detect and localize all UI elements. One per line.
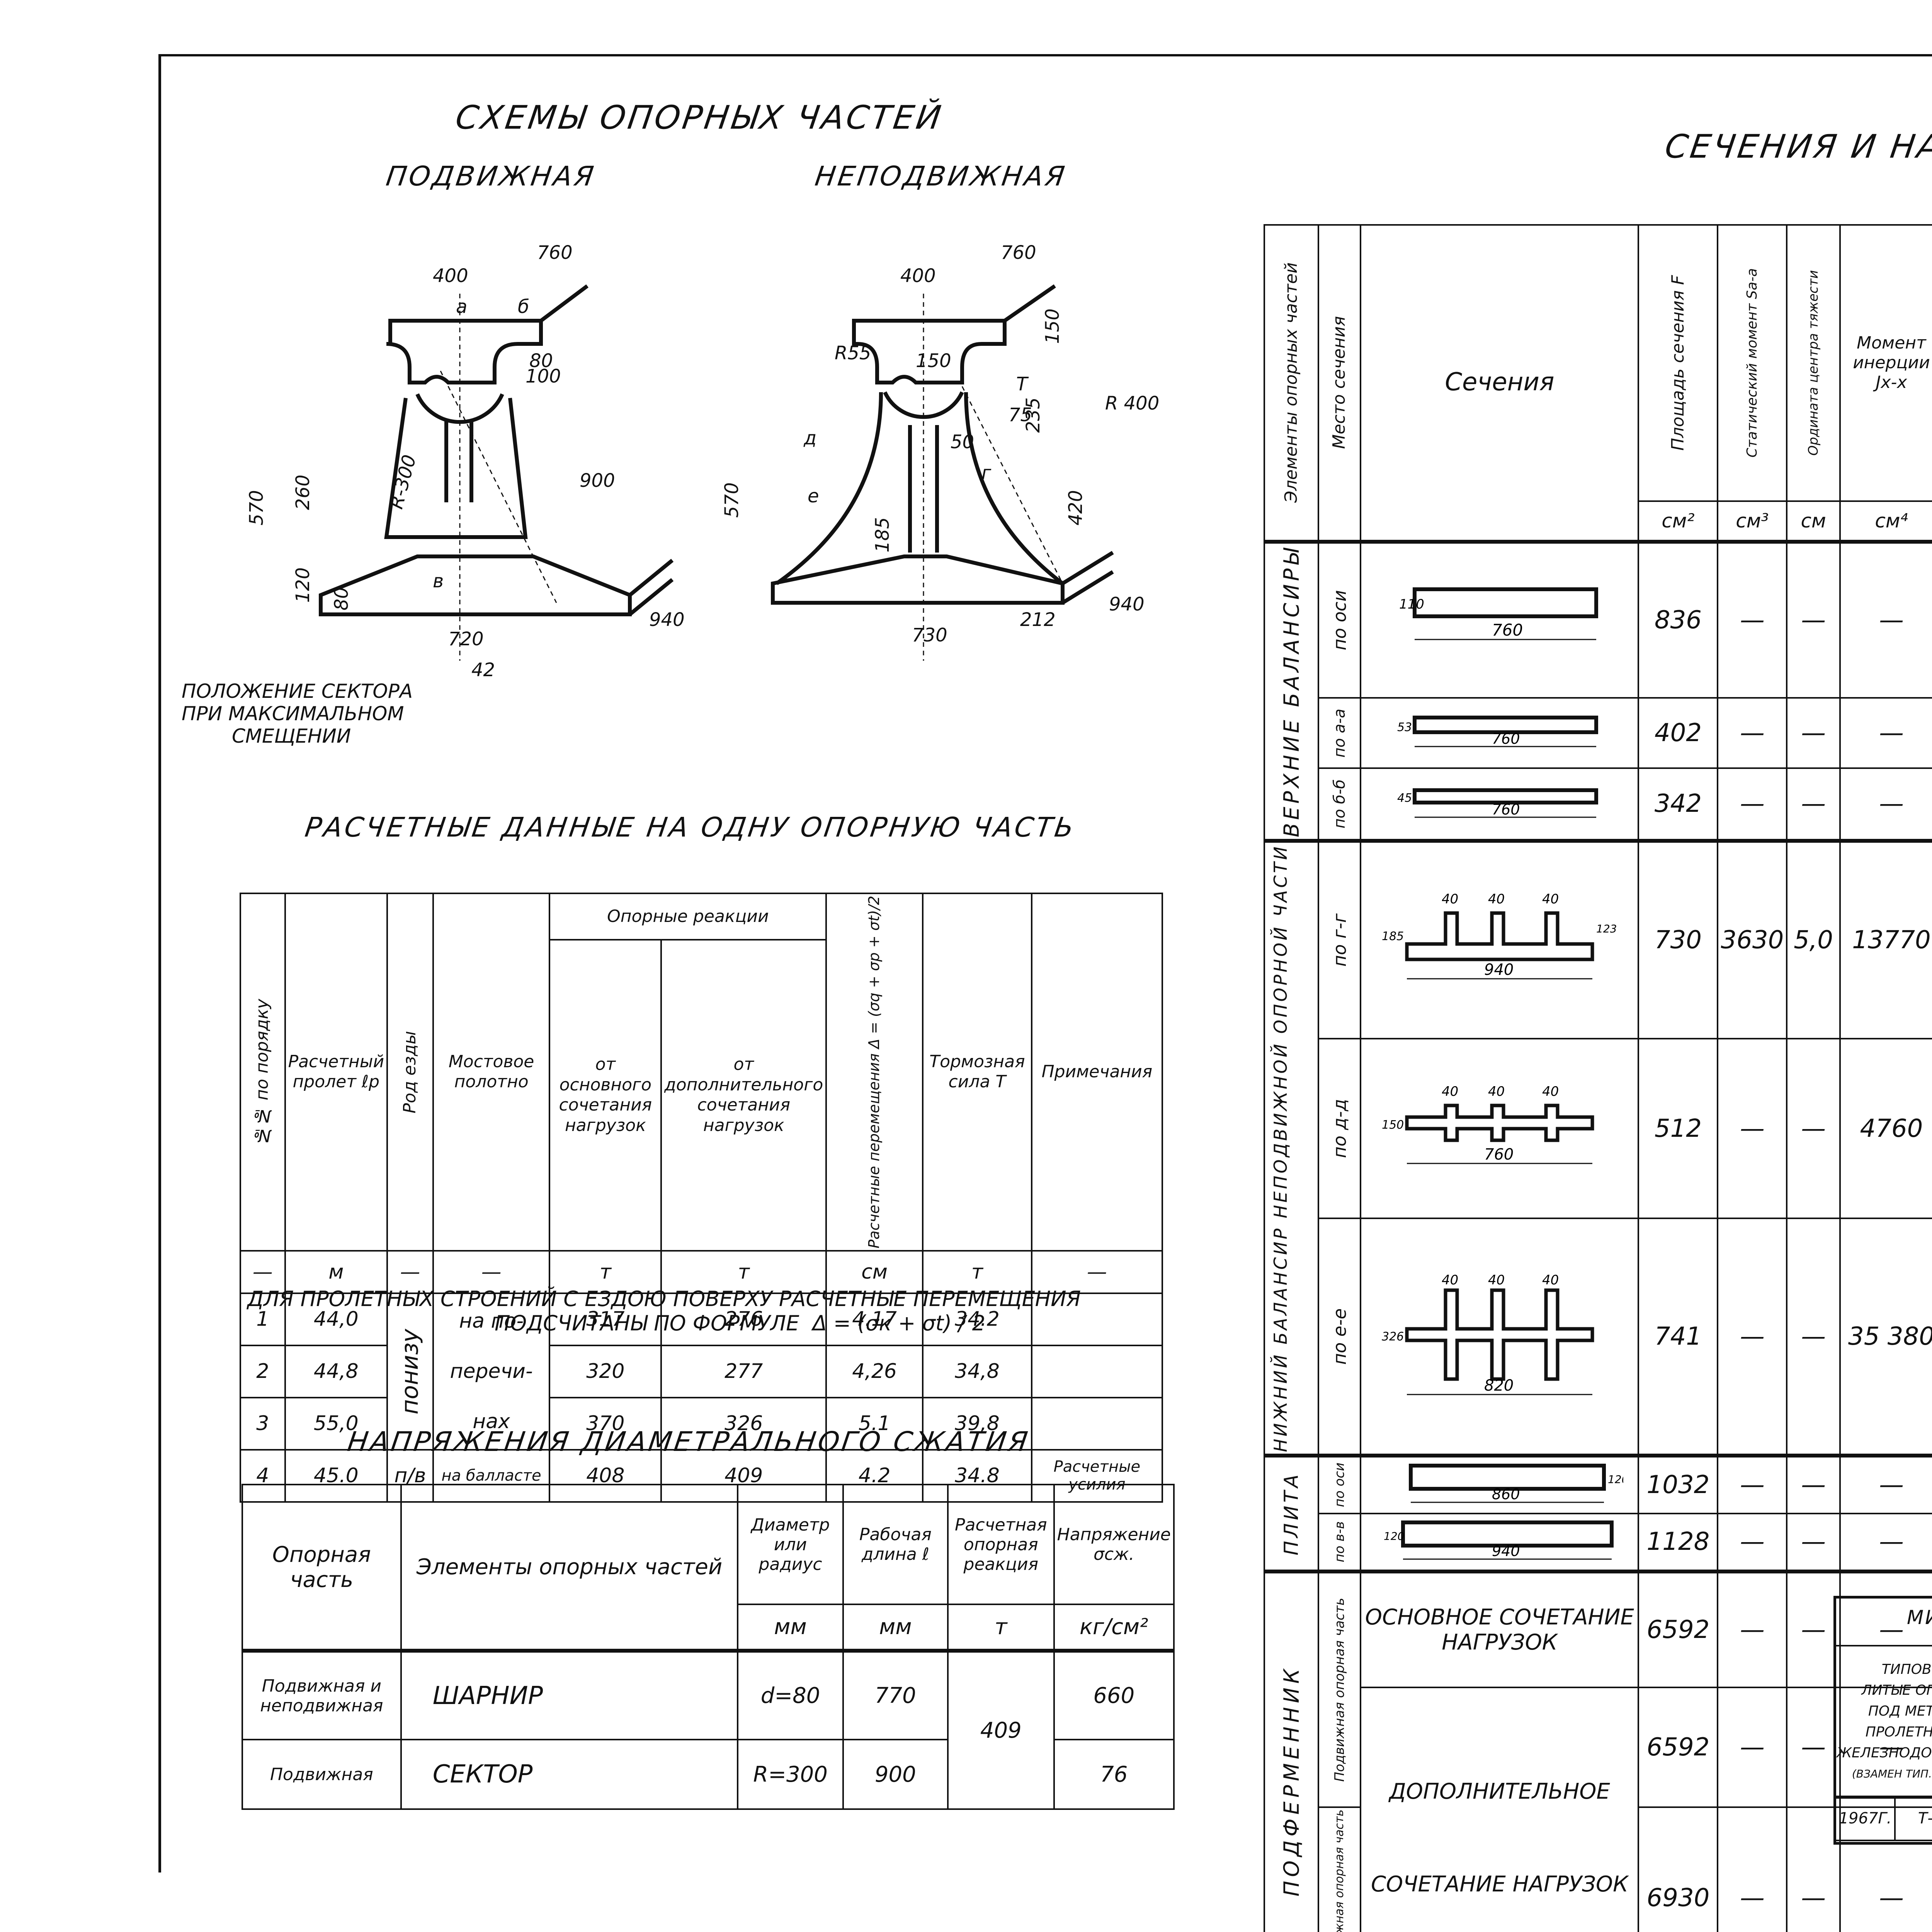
svg-text:40: 40 <box>1488 1272 1505 1288</box>
svg-text:185: 185 <box>872 517 893 553</box>
section-row: Нижний балансир неподвижной опорной част… <box>1263 838 1932 1456</box>
svg-text:940: 940 <box>649 609 685 631</box>
svg-text:730: 730 <box>912 624 947 646</box>
svg-text:820: 820 <box>1484 1377 1514 1395</box>
calc-title: Расчетные данные на одну опорную часть <box>303 811 1078 843</box>
svg-text:Т: Т <box>1016 373 1029 395</box>
svg-text:40: 40 <box>1442 1272 1458 1288</box>
svg-text:е: е <box>808 485 819 507</box>
svg-text:212: 212 <box>1020 609 1056 631</box>
svg-text:123: 123 <box>1596 922 1617 935</box>
svg-text:400: 400 <box>433 265 468 287</box>
schemes-title: Схемы опорных частей <box>453 99 946 136</box>
svg-text:940: 940 <box>1484 961 1514 979</box>
svg-text:б: б <box>518 296 529 318</box>
svg-text:120: 120 <box>1384 1530 1404 1543</box>
svg-text:д: д <box>803 427 816 449</box>
title-block: Министерство транспортного строительства… <box>1833 1596 1932 1845</box>
svg-text:760: 760 <box>1492 621 1523 639</box>
year: 1967г. <box>1836 1796 1896 1841</box>
svg-text:760: 760 <box>1484 1146 1514 1163</box>
section-row: Дополнительноесочетание нагрузок 6592———… <box>1264 1686 1932 1932</box>
svg-text:940: 940 <box>1109 594 1145 615</box>
rect-section-sketch: 760 110 <box>1399 587 1598 640</box>
svg-text:40: 40 <box>1542 1084 1559 1099</box>
svg-text:400: 400 <box>900 265 936 287</box>
svg-text:75: 75 <box>1009 404 1032 426</box>
cross-rib-section-sketch: 820 40 40 40 326 <box>1382 1272 1594 1395</box>
svg-text:185: 185 <box>1382 930 1404 943</box>
svg-text:40: 40 <box>1542 891 1559 907</box>
svg-text:760: 760 <box>1492 730 1520 747</box>
ministry: Министерство транспортного строительства… <box>1907 1606 1932 1629</box>
svg-text:40: 40 <box>1442 891 1458 907</box>
svg-text:40: 40 <box>1488 1084 1505 1099</box>
svg-text:760: 760 <box>1001 242 1036 264</box>
svg-text:760: 760 <box>537 242 573 264</box>
svg-text:в: в <box>433 570 444 592</box>
svg-text:120: 120 <box>292 567 314 603</box>
sector-note: Положение сектора при максимальном смеще… <box>182 680 413 747</box>
svg-text:R-300: R-300 <box>385 452 420 511</box>
svg-text:80: 80 <box>529 350 553 372</box>
svg-text:40: 40 <box>1542 1272 1559 1288</box>
svg-text:940: 940 <box>1492 1543 1520 1560</box>
support-schemes-drawing: 400 760 а б 100 80 570 260 120 80 R-300 … <box>246 242 1159 680</box>
sections-stress-table: Элементы опорных частей Место сечения Се… <box>1263 224 1932 1932</box>
sheet-code: т-6 <box>1894 1796 1932 1841</box>
svg-text:110: 110 <box>1399 597 1424 612</box>
svg-text:а: а <box>456 296 467 318</box>
svg-text:760: 760 <box>1492 801 1520 818</box>
svg-text:100: 100 <box>526 366 561 387</box>
sections-title: Сечения и напряжения <box>1663 128 1932 165</box>
svg-text:50: 50 <box>951 431 974 453</box>
t-rib-section-sketch: 940 40 40 40 185 123 <box>1382 891 1617 980</box>
svg-text:53: 53 <box>1397 721 1412 734</box>
svg-text:235: 235 <box>1022 397 1044 433</box>
svg-text:R 400: R 400 <box>1105 393 1159 414</box>
calc-note: Для пролетных строений с ездою поверху р… <box>247 1287 1081 1335</box>
svg-text:40: 40 <box>1488 891 1505 907</box>
svg-text:900: 900 <box>580 470 615 492</box>
svg-text:80: 80 <box>331 587 352 611</box>
svg-text:150: 150 <box>1382 1118 1404 1132</box>
movable-label: Подвижная <box>384 160 598 192</box>
svg-text:150: 150 <box>916 350 951 372</box>
svg-text:420: 420 <box>1065 490 1087 526</box>
project-description: Типовой проект.Литые опорные частипод ме… <box>1836 1645 1932 1799</box>
diametral-stress-table: Опорная часть Элементы опорных частей Ди… <box>242 1484 1175 1810</box>
svg-text:45: 45 <box>1397 791 1412 805</box>
svg-text:326: 326 <box>1382 1330 1404 1344</box>
calc-data-table: №№ по порядку Расчетный пролет ℓр Род ез… <box>240 893 1163 1503</box>
svg-text:40: 40 <box>1442 1084 1458 1099</box>
diam-title: Напряжения диаметрального сжатия <box>345 1426 1032 1458</box>
section-row: Плита по оси 860120 1032———2060—27.0160.… <box>1263 1453 1932 1572</box>
cross-rib-section-sketch: 760 40 40 40 150 <box>1382 1084 1594 1164</box>
svg-text:42: 42 <box>471 659 495 680</box>
svg-text:120: 120 <box>1608 1473 1623 1486</box>
svg-text:570: 570 <box>246 490 267 526</box>
svg-text:720: 720 <box>448 628 484 650</box>
svg-text:260: 260 <box>292 474 314 510</box>
section-row: Неподвижная опорная часть 6930———88 200—… <box>1264 1806 1932 1932</box>
svg-text:150: 150 <box>1042 308 1063 344</box>
fixed-label: Неподвижная <box>813 160 1069 192</box>
svg-text:570: 570 <box>721 482 743 518</box>
section-row: Подферменник Подвижная опорная часть Осн… <box>1263 1569 1932 1932</box>
svg-text:г: г <box>981 462 992 484</box>
svg-text:R55: R55 <box>835 342 871 364</box>
svg-text:860: 860 <box>1492 1486 1520 1503</box>
drawing-frame <box>158 54 1932 1872</box>
